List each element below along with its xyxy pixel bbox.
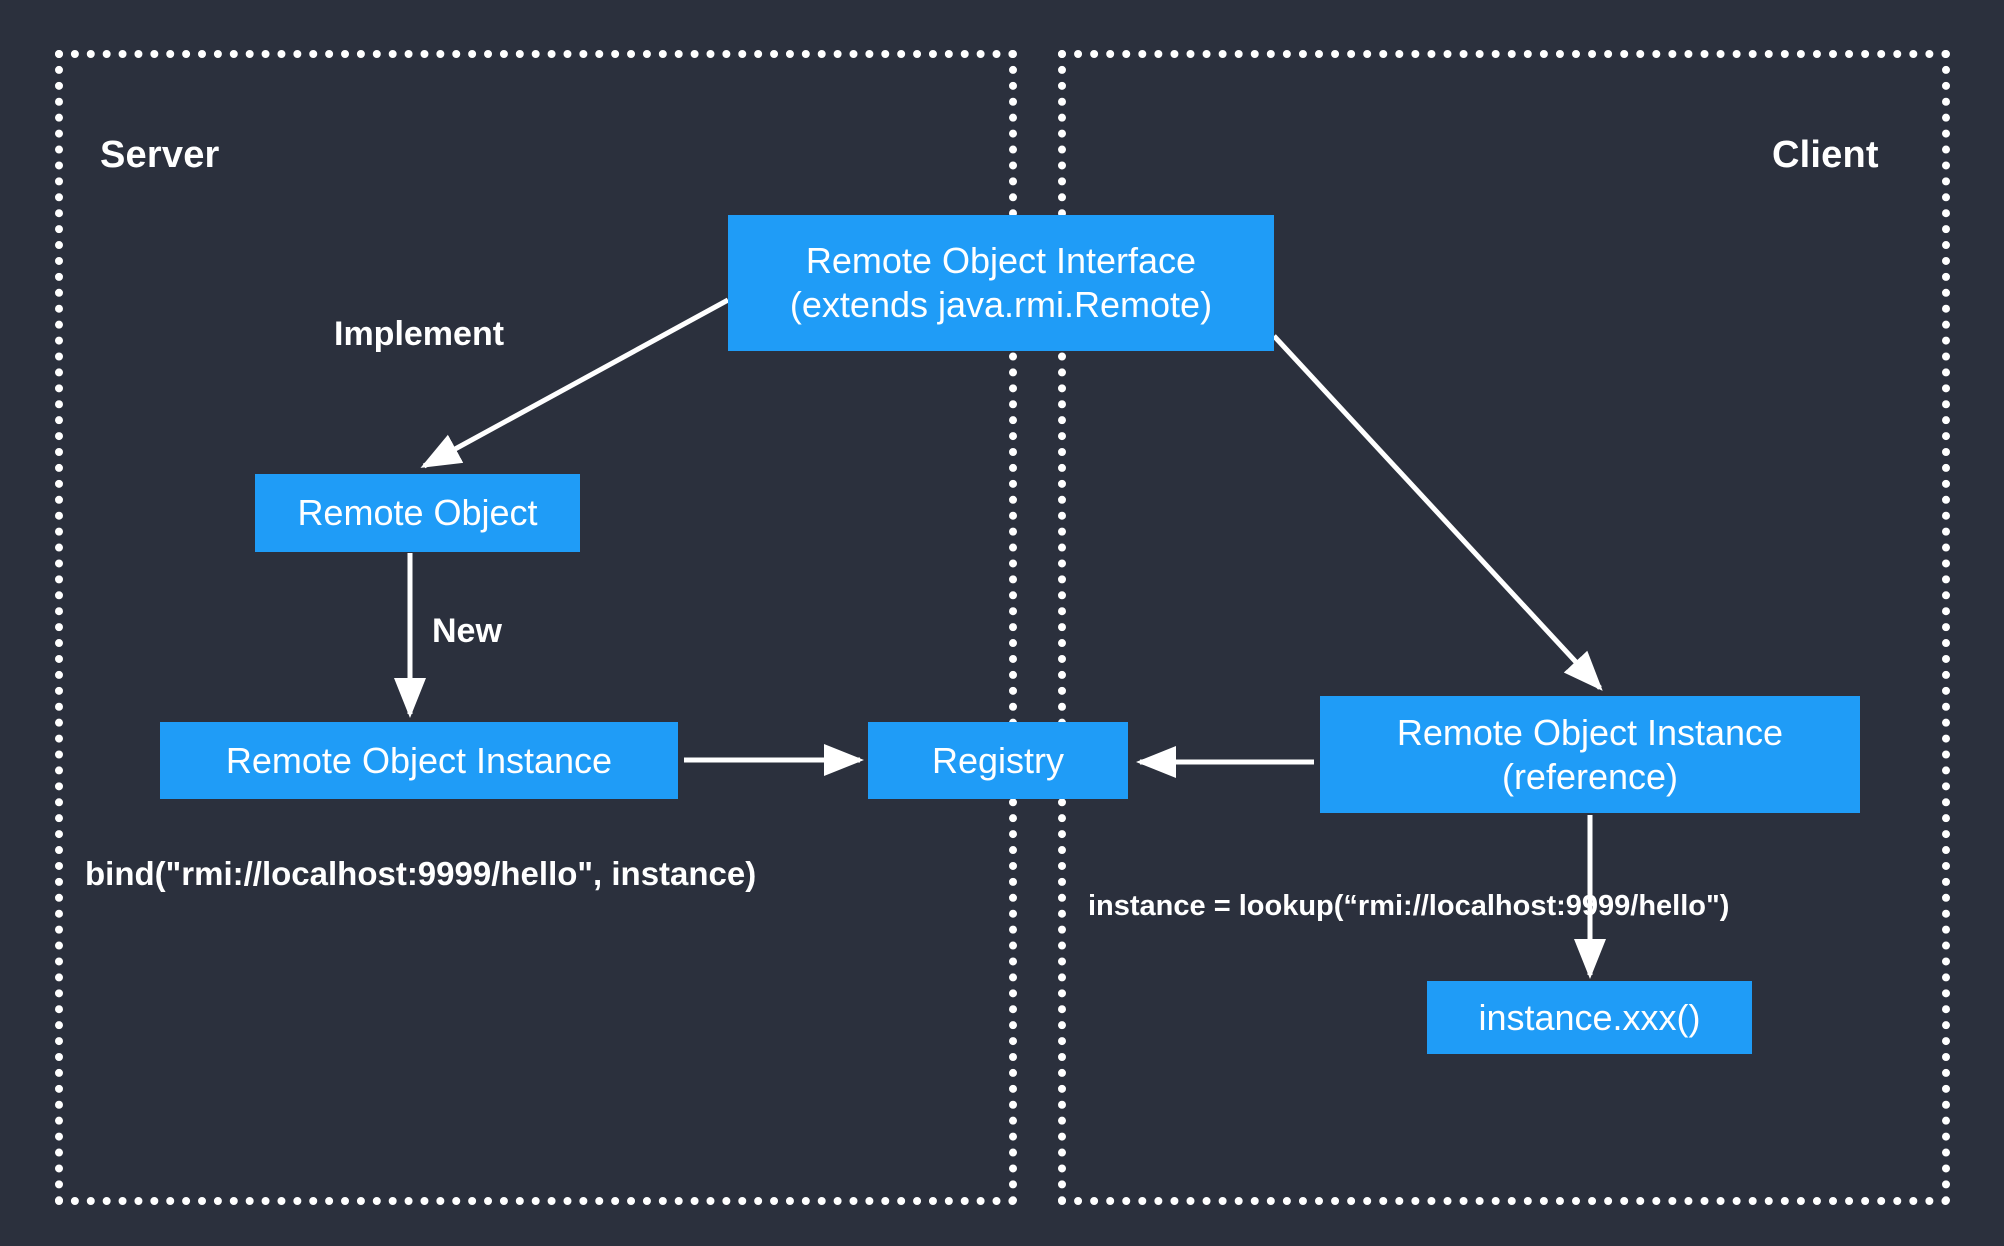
node-remote-object[interactable]: Remote Object	[255, 474, 580, 552]
caption-bind-call: bind("rmi://localhost:9999/hello", insta…	[85, 855, 757, 892]
node-remote-object-instance-reference[interactable]: Remote Object Instance (reference)	[1320, 696, 1860, 813]
caption-lookup-call: instance = lookup(“rmi://localhost:9999/…	[1088, 890, 1730, 922]
server-panel-title: Server	[100, 134, 220, 176]
edge-label-new: New	[432, 612, 502, 650]
node-instance-call[interactable]: instance.xxx()	[1427, 981, 1752, 1054]
server-panel	[55, 50, 1017, 1205]
client-panel-title: Client	[1772, 134, 1879, 176]
node-registry[interactable]: Registry	[868, 722, 1128, 799]
edge-label-implement: Implement	[334, 315, 505, 353]
node-remote-object-interface[interactable]: Remote Object Interface (extends java.rm…	[728, 215, 1274, 351]
client-panel	[1058, 50, 1950, 1205]
node-remote-object-instance[interactable]: Remote Object Instance	[160, 722, 678, 799]
